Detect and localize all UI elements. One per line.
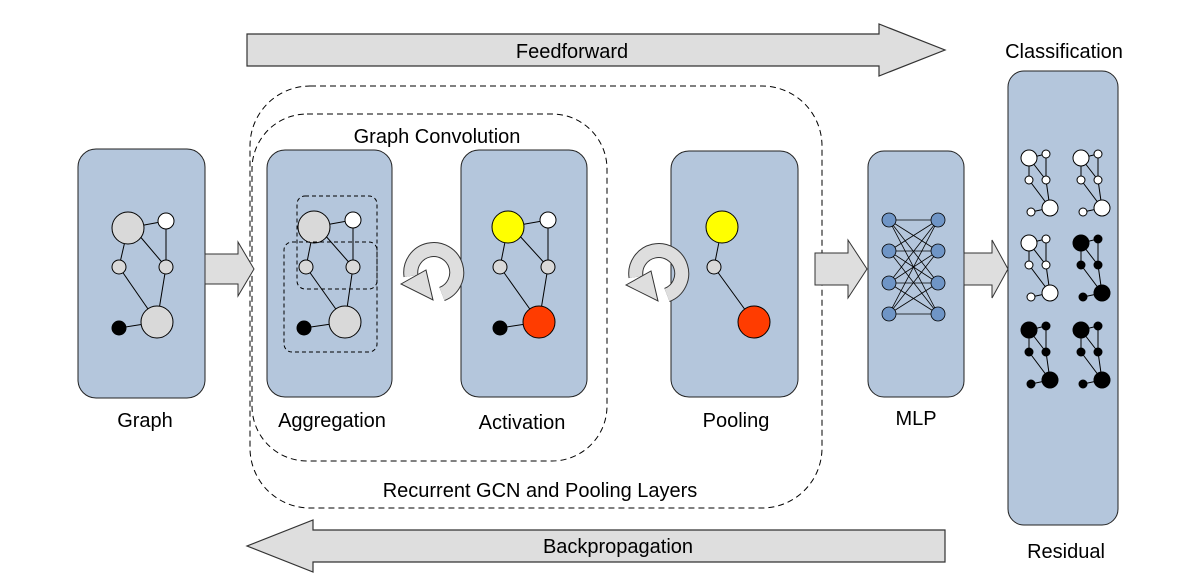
graph-panel [77,148,206,399]
graph-label: Graph [117,410,173,432]
mlp-to-classification-arrow [963,239,1009,299]
mlp-label: MLP [895,408,936,430]
residual-label: Residual [1027,541,1105,563]
input-graph [111,211,175,339]
aggregation-window-bottom [283,241,378,353]
backpropagation-label: Backpropagation [543,536,693,558]
aggregation-window-top [296,195,378,290]
graph-convolution-group [251,113,608,462]
mlp-network [881,212,946,322]
loop-arrow-icon [624,243,690,302]
classification-graphs [1020,149,1111,389]
classification-label: Classification [1005,41,1123,63]
activation-panel [460,149,588,398]
graph-convolution-label: Graph Convolution [354,126,521,148]
activation-graph [491,210,557,339]
pooling-label: Pooling [703,410,770,432]
loop-arrow-icon [399,242,465,301]
aggregation-label: Aggregation [278,410,386,432]
mlp-panel [867,150,965,398]
aggregation-graph [296,210,362,339]
pooled-graph [705,210,771,339]
recurrent-gcn-group [249,85,823,509]
classification-panel [1007,70,1119,526]
backpropagation-arrow: Backpropagation [245,519,946,573]
aggregation-panel [266,149,393,398]
feedforward-arrow: Feedforward [246,23,947,77]
feedforward-label: Feedforward [516,41,628,63]
pooling-panel [670,150,799,398]
pooling-to-mlp-arrow [814,238,868,300]
graph-to-aggregation-arrow [204,240,255,298]
activation-label: Activation [479,412,566,434]
recurrent-layers-label: Recurrent GCN and Pooling Layers [383,480,698,502]
